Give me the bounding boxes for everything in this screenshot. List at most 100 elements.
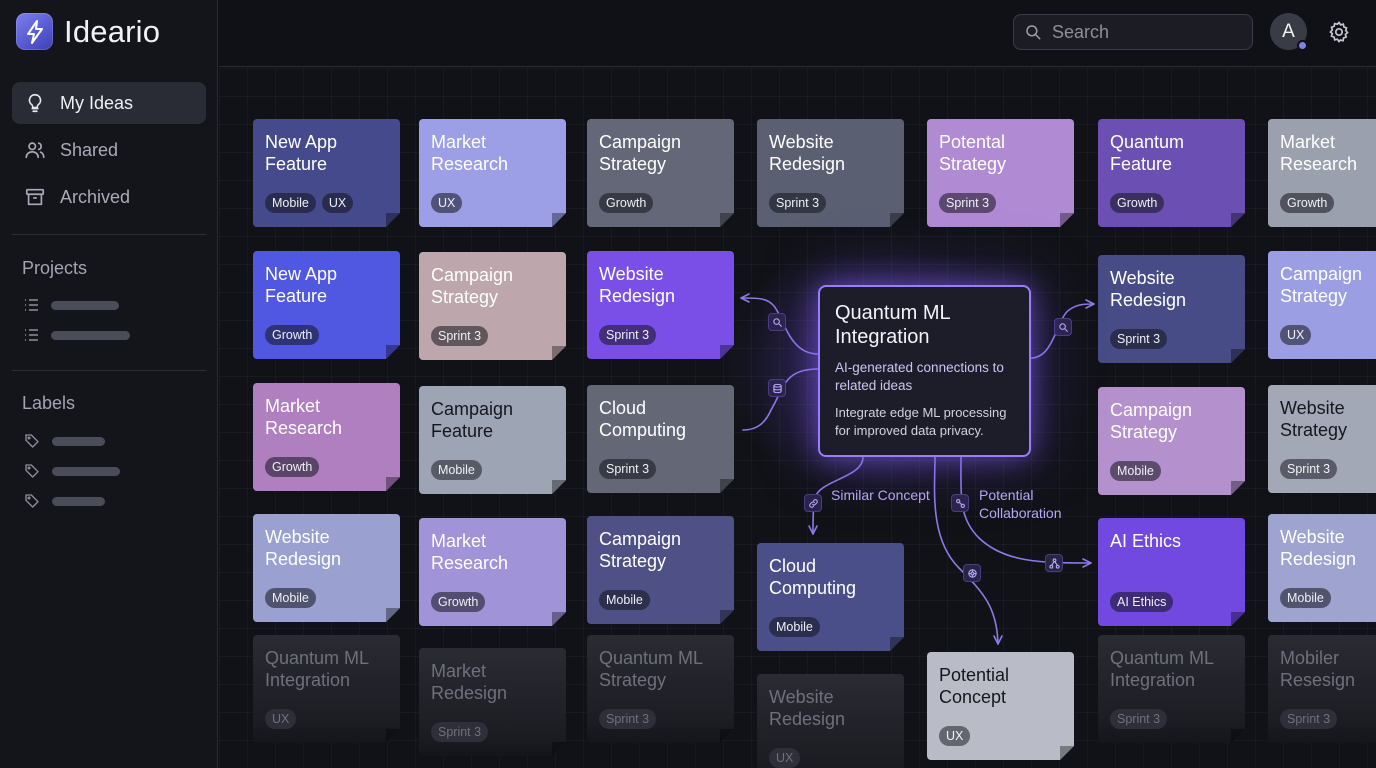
- tag-badge[interactable]: Growth: [265, 325, 319, 345]
- tag-badge[interactable]: Mobile: [1280, 588, 1331, 608]
- ideas-canvas[interactable]: Similar Concept Potential Collaboration …: [219, 68, 1376, 768]
- tag-badge[interactable]: UX: [939, 726, 970, 746]
- tag-badge[interactable]: Sprint 3: [1280, 709, 1337, 729]
- link-icon[interactable]: [804, 494, 822, 512]
- search-box[interactable]: [1013, 14, 1253, 50]
- idea-card-title: Website Redesign: [599, 264, 676, 306]
- nav-item-my-ideas[interactable]: My Ideas: [12, 82, 206, 124]
- tag-badge[interactable]: Growth: [599, 193, 653, 213]
- tag-badge[interactable]: Sprint 3: [599, 325, 656, 345]
- central-idea-card[interactable]: Quantum ML Integration AI-generated conn…: [818, 285, 1031, 457]
- label-item[interactable]: [24, 493, 105, 509]
- project-item[interactable]: [24, 328, 130, 342]
- idea-card-title: Market Research: [431, 531, 509, 573]
- sidebar-divider: [12, 370, 206, 371]
- gear-icon[interactable]: [1327, 20, 1351, 44]
- tag-badge[interactable]: Growth: [1110, 193, 1164, 213]
- tag-badge[interactable]: Mobile: [769, 617, 820, 637]
- tag-badge[interactable]: AI Ethics: [1110, 592, 1173, 612]
- tag-badge[interactable]: UX: [322, 193, 353, 213]
- idea-card-tags: UX: [769, 748, 800, 768]
- tag-badge[interactable]: Mobile: [599, 590, 650, 610]
- share-nodes-icon[interactable]: [1045, 554, 1063, 572]
- tag-badge[interactable]: Mobile: [431, 460, 482, 480]
- tag-badge[interactable]: Growth: [265, 457, 319, 477]
- tag-badge[interactable]: Sprint 3: [1280, 459, 1337, 479]
- search-icon: [1026, 25, 1041, 40]
- collaboration-icon[interactable]: [951, 494, 969, 512]
- tag-badge[interactable]: Sprint 3: [769, 193, 826, 213]
- tag-badge[interactable]: Sprint 3: [939, 193, 996, 213]
- tag-badge[interactable]: Growth: [431, 592, 485, 612]
- tag-badge[interactable]: Sprint 3: [1110, 709, 1167, 729]
- idea-card-tags: Growth: [265, 325, 319, 345]
- tag-badge[interactable]: UX: [769, 748, 800, 768]
- tag-badge[interactable]: Mobile: [265, 193, 316, 213]
- tag-badge[interactable]: UX: [1280, 325, 1311, 345]
- idea-card-tags: Sprint 3: [431, 722, 488, 742]
- tag-badge[interactable]: Mobile: [265, 588, 316, 608]
- tag-badge[interactable]: Mobile: [1110, 461, 1161, 481]
- search-connection-icon[interactable]: [1054, 318, 1072, 336]
- label-item[interactable]: [24, 433, 105, 449]
- tag-badge[interactable]: Sprint 3: [599, 709, 656, 729]
- search-connection-icon[interactable]: [768, 313, 786, 331]
- tag-badge[interactable]: Sprint 3: [599, 459, 656, 479]
- idea-card-title: New App Feature: [265, 264, 338, 306]
- nav-item-archived[interactable]: Archived: [12, 176, 206, 218]
- idea-card-title: AI Ethics: [1110, 531, 1182, 551]
- search-input[interactable]: [1052, 21, 1242, 43]
- idea-card[interactable]: AI Ethics AI Ethics: [1098, 518, 1245, 626]
- label-item[interactable]: [24, 463, 120, 479]
- idea-card-title: Campaign Strategy: [1110, 400, 1193, 442]
- app-logo[interactable]: Ideario: [16, 13, 160, 50]
- tag-badge[interactable]: Growth: [1280, 193, 1334, 213]
- tag-badge[interactable]: Sprint 3: [1110, 329, 1167, 349]
- database-icon[interactable]: [768, 379, 786, 397]
- tag-badge[interactable]: UX: [431, 193, 462, 213]
- avatar[interactable]: A: [1270, 13, 1308, 51]
- list-icon: [25, 299, 38, 311]
- ai-chip-icon[interactable]: [963, 564, 981, 582]
- tag-badge[interactable]: Sprint 3: [431, 326, 488, 346]
- tag-badge[interactable]: UX: [265, 709, 296, 729]
- labels-heading: Labels: [22, 393, 76, 413]
- project-item[interactable]: [24, 298, 119, 312]
- avatar-letter: A: [1282, 20, 1295, 42]
- tag-badge[interactable]: Sprint 3: [431, 722, 488, 742]
- idea-card-tags: Sprint 3: [431, 326, 488, 346]
- idea-card-tags: Sprint 3: [1280, 459, 1337, 479]
- label-placeholder: [52, 496, 105, 506]
- nav-item-shared[interactable]: Shared: [12, 129, 206, 171]
- idea-card-tags: Sprint 3: [599, 325, 656, 345]
